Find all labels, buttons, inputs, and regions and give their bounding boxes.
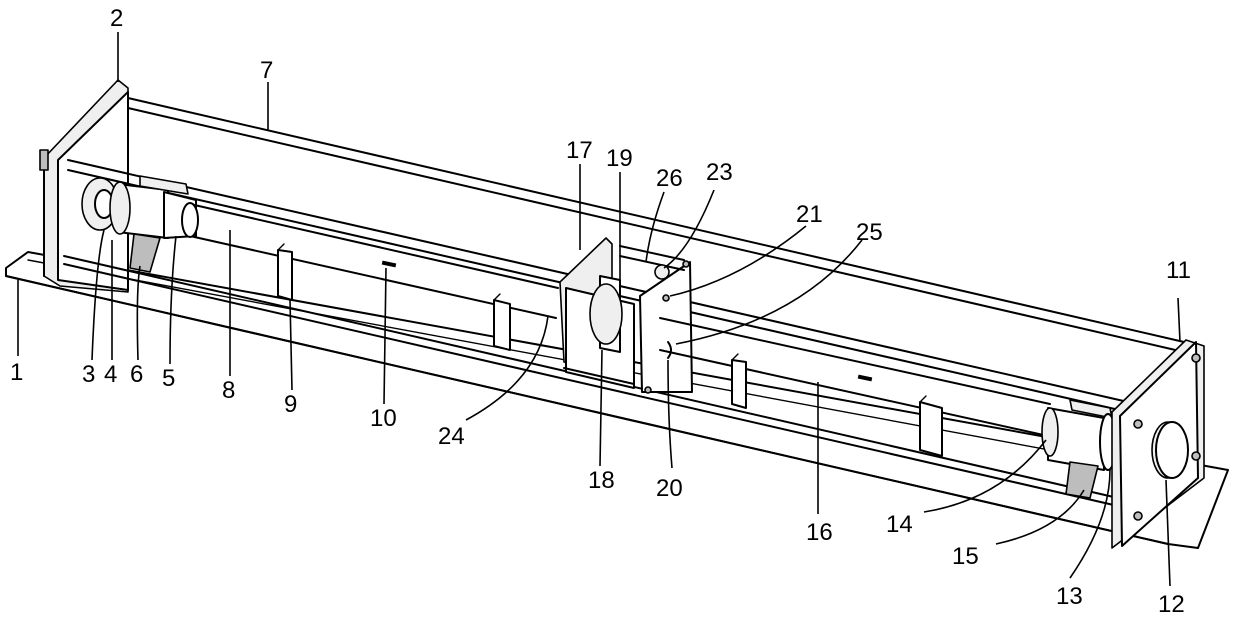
- base-plate: [5, 251, 1229, 549]
- right-tube-support-a: [731, 353, 747, 409]
- label-23: 23: [706, 159, 733, 186]
- label-6: 6: [130, 361, 143, 388]
- label-5: 5: [162, 365, 175, 392]
- callout-labels: 1 2 3 4 6 5 7 8 9 10 24 17 19 26 23 21 2…: [10, 5, 1191, 618]
- label-9: 9: [284, 391, 297, 418]
- right-tube-marker: [857, 374, 873, 382]
- upper-guide-rod: [127, 97, 1185, 353]
- label-26: 26: [656, 165, 683, 192]
- label-4: 4: [104, 361, 117, 388]
- label-7: 7: [260, 57, 273, 84]
- label-12: 12: [1158, 591, 1185, 618]
- label-24: 24: [438, 423, 465, 450]
- label-8: 8: [222, 377, 235, 404]
- label-11: 11: [1166, 257, 1191, 284]
- label-14: 14: [886, 511, 913, 538]
- label-1: 1: [10, 359, 23, 386]
- label-18: 18: [588, 467, 615, 494]
- label-19: 19: [606, 145, 633, 172]
- left-tube-marker: [381, 260, 397, 268]
- label-2: 2: [110, 5, 123, 32]
- leader-lines: [17, 32, 1181, 587]
- middle-carriage: [559, 237, 693, 394]
- right-drive-motor: [1151, 421, 1189, 479]
- label-10: 10: [370, 405, 397, 432]
- label-20: 20: [656, 475, 683, 502]
- left-tube-support-a: [277, 243, 293, 301]
- label-3: 3: [82, 361, 95, 388]
- label-16: 16: [806, 519, 833, 546]
- right-tube-support-b: [919, 395, 943, 457]
- label-17: 17: [566, 137, 593, 164]
- label-25: 25: [856, 219, 883, 246]
- label-21: 21: [796, 201, 823, 228]
- left-tube-support-b: [493, 293, 511, 351]
- label-15: 15: [952, 543, 979, 570]
- label-13: 13: [1056, 583, 1083, 610]
